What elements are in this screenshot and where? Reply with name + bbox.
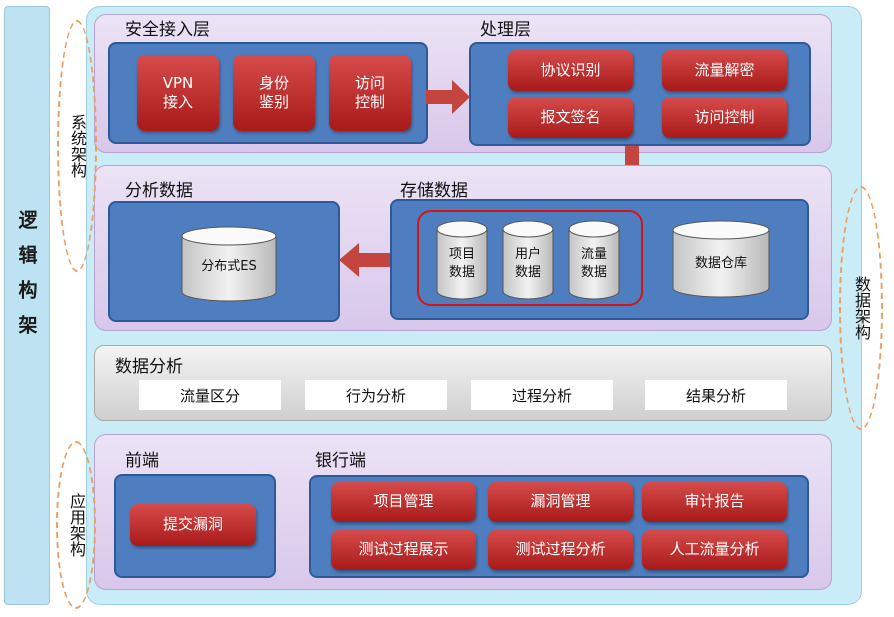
left-arrow-icon <box>339 243 391 277</box>
data-architecture-ellipse <box>839 186 883 430</box>
result-analysis-label: 结果分析 <box>645 380 787 410</box>
data-architecture-label: 数据架构 <box>852 276 871 340</box>
user-data-cylinder: 用户 数据 <box>502 220 554 300</box>
analysis-data-title: 分析数据 <box>125 181 193 201</box>
storage-data-title: 存储数据 <box>400 181 468 201</box>
processing-access-control-button[interactable]: 访问控制 <box>662 97 787 138</box>
traffic-data-cylinder: 流量 数据 <box>568 220 620 300</box>
logical-architecture-strip <box>4 6 50 605</box>
vpn-access-button[interactable]: VPN 接入 <box>137 55 219 131</box>
identity-auth-button[interactable]: 身份 鉴别 <box>233 55 315 131</box>
storage-highlight-box <box>417 210 643 306</box>
distributed-es-cylinder: 分布式ES <box>181 226 277 302</box>
system-architecture-ellipse <box>57 20 97 272</box>
traffic-data-label: 流量 数据 <box>580 247 607 280</box>
application-architecture-ellipse <box>56 441 96 609</box>
message-signature-button[interactable]: 报文签名 <box>508 97 633 138</box>
traffic-classification-label: 流量区分 <box>139 380 281 410</box>
application-architecture-label: 应用架构 <box>67 493 86 557</box>
logical-architecture-title: 逻辑构架 <box>15 210 38 350</box>
manual-traffic-analysis-button[interactable]: 人工流量分析 <box>642 530 787 570</box>
user-data-label: 用户 数据 <box>514 247 541 280</box>
data-analysis-title: 数据分析 <box>115 357 183 377</box>
system-architecture-label: 系统架构 <box>68 114 87 178</box>
processing-layer-title: 处理层 <box>480 20 531 40</box>
submit-vulnerability-button[interactable]: 提交漏洞 <box>130 504 256 546</box>
access-control-button[interactable]: 访问 控制 <box>329 55 411 131</box>
right-arrow-icon <box>426 80 470 114</box>
test-process-analysis-button[interactable]: 测试过程分析 <box>488 530 633 570</box>
test-process-display-button[interactable]: 测试过程展示 <box>331 530 476 570</box>
bank-side-title: 银行端 <box>315 451 366 471</box>
data-warehouse-cylinder: 数据仓库 <box>672 220 770 298</box>
security-layer-title: 安全接入层 <box>125 20 210 40</box>
project-data-label: 项目 数据 <box>448 247 475 280</box>
process-analysis-label: 过程分析 <box>471 380 613 410</box>
behavior-analysis-label: 行为分析 <box>305 380 447 410</box>
vulnerability-management-button[interactable]: 漏洞管理 <box>488 482 633 522</box>
traffic-decryption-button[interactable]: 流量解密 <box>662 50 787 91</box>
frontend-title: 前端 <box>125 451 159 471</box>
project-management-button[interactable]: 项目管理 <box>331 482 476 522</box>
distributed-es-label: 分布式ES <box>201 259 257 274</box>
protocol-recognition-button[interactable]: 协议识别 <box>508 50 633 91</box>
audit-report-button[interactable]: 审计报告 <box>642 482 787 522</box>
project-data-cylinder: 项目 数据 <box>436 220 488 300</box>
data-warehouse-label: 数据仓库 <box>694 256 747 271</box>
